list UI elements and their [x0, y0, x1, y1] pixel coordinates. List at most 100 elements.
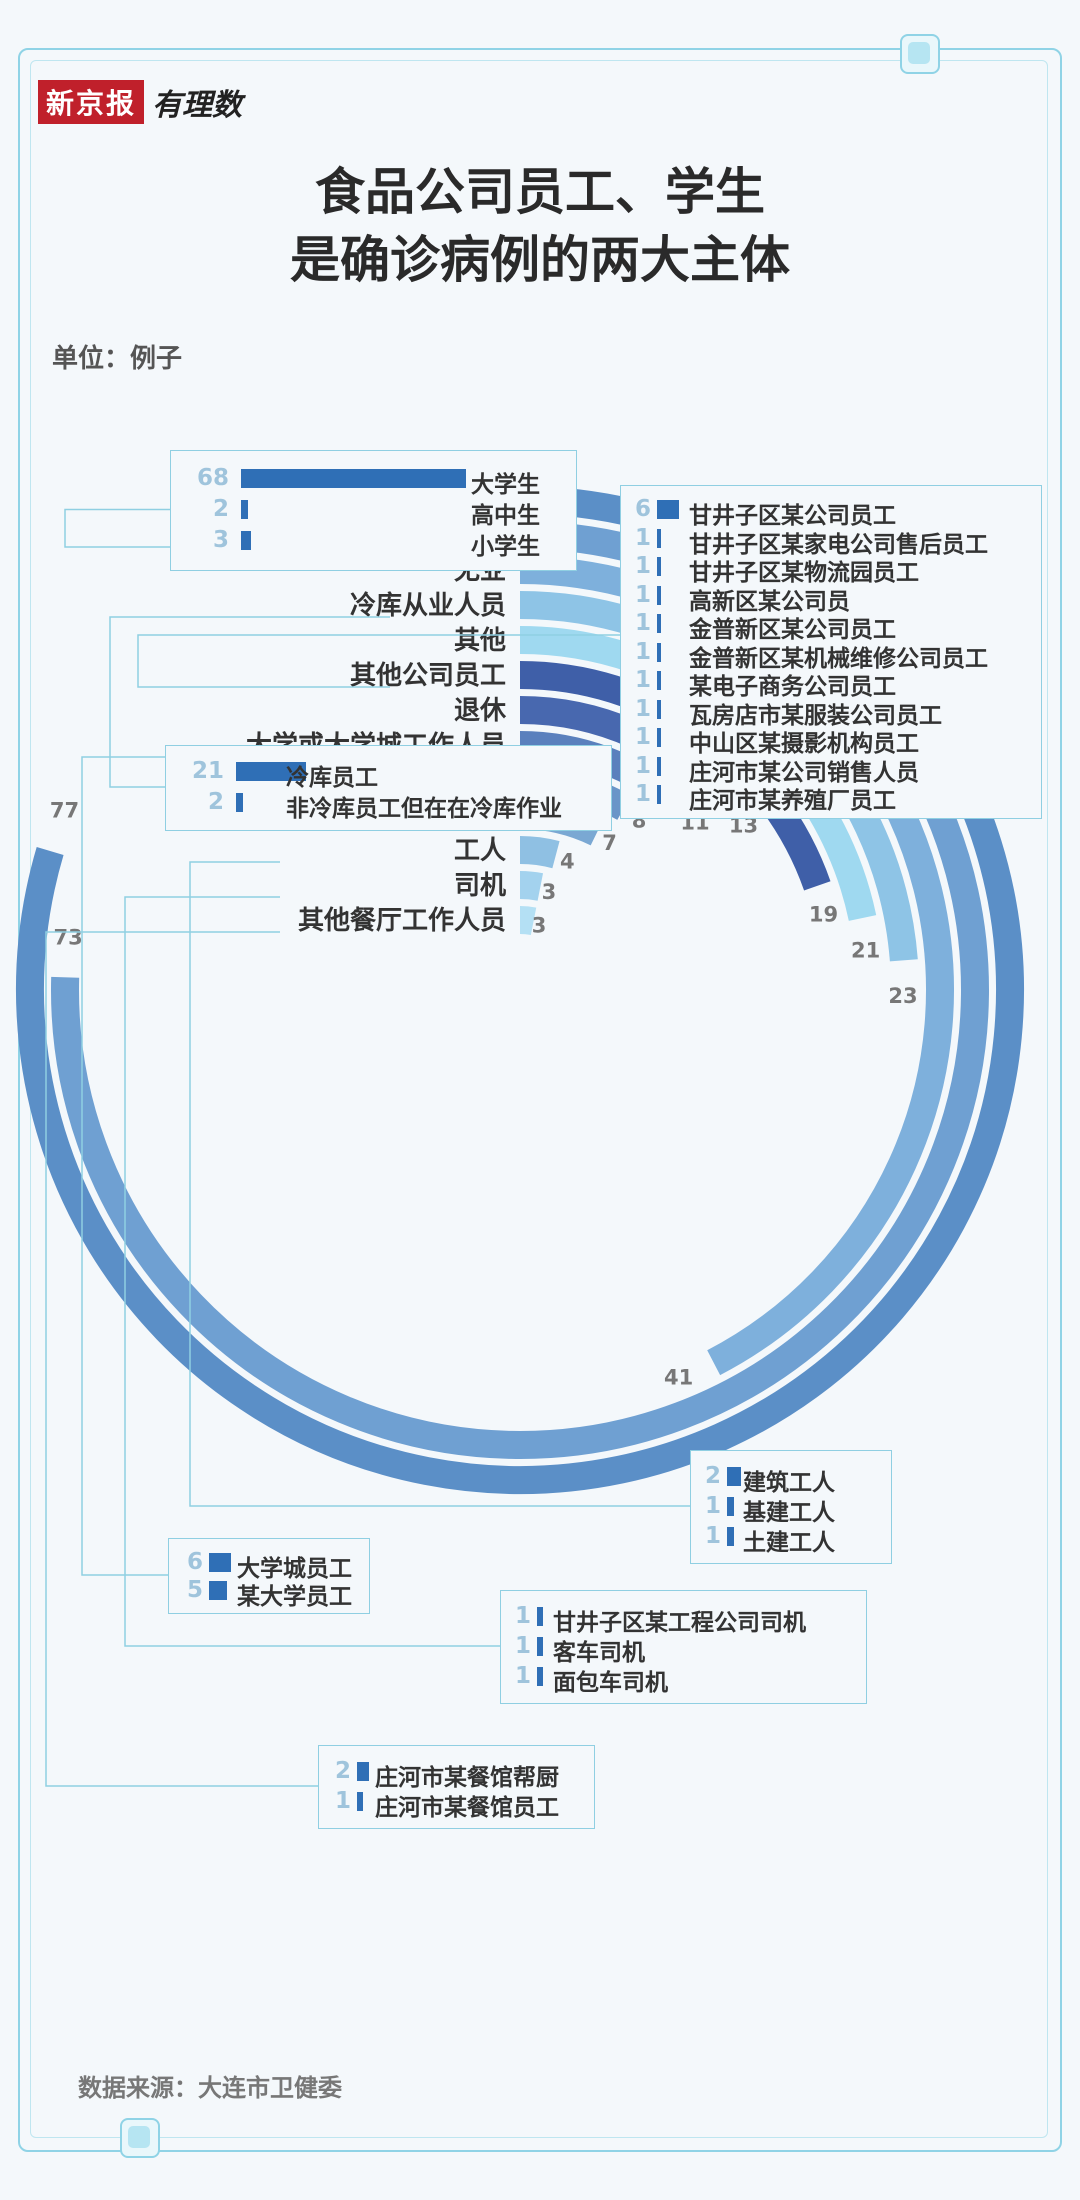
value-label-4: 21: [851, 938, 880, 962]
breakdown-label: 土建工人: [743, 1530, 835, 1556]
breakdown-bar: [236, 793, 243, 812]
breakdown-value: 68: [196, 465, 229, 491]
logo-script: 有理数: [152, 88, 243, 123]
value-label-2: 41: [664, 1366, 693, 1390]
breakdown-label: 庄河市某餐馆帮厨: [375, 1765, 559, 1791]
breakdown-value: 1: [514, 1633, 531, 1659]
breakdown-bar: [657, 528, 661, 548]
top-decoration: [900, 34, 940, 74]
breakdown-bar: [657, 614, 661, 633]
breakdown-label: 高中生: [471, 503, 540, 529]
breakdown-value: 21: [191, 758, 224, 784]
breakdown-bar: [657, 756, 661, 776]
breakdown-bar: [727, 1527, 734, 1546]
breakdown-value: 2: [207, 789, 224, 815]
breakdown-row: 1 甘井子区某物流园员工: [621, 553, 1041, 586]
breakdown-label: 某大学员工: [237, 1584, 352, 1610]
value-label-12: 3: [532, 914, 547, 938]
breakdown-bar: [657, 642, 661, 662]
breakdown-label: 冷库员工: [286, 765, 378, 791]
breakdown-value: 2: [704, 1463, 721, 1489]
breakdown-bar: [657, 585, 661, 605]
breakdown-label: 大学生: [471, 472, 540, 498]
breakdown-row: 21 冷库员工: [166, 758, 611, 791]
value-label-1: 73: [54, 925, 83, 949]
category-label-10: 工人: [454, 836, 506, 866]
value-label-0: 77: [50, 798, 79, 822]
breakdown-label: 庄河市某餐馆员工: [375, 1795, 559, 1821]
outer-frame: [18, 48, 1062, 2152]
breakdown-value: 1: [634, 638, 651, 665]
breakdown-value: 1: [634, 781, 651, 807]
value-label-10: 4: [560, 849, 575, 873]
breakdown-label: 金普新区某机械维修公司员工: [689, 645, 988, 672]
breakdown-value: 1: [334, 1788, 351, 1814]
category-label-11: 司机: [454, 871, 506, 901]
breakdown-row: 1 瓦房店市某服装公司员工: [621, 695, 1041, 729]
breakdown-value: 6: [634, 496, 651, 522]
breakdown-label: 金普新区某公司员工: [689, 617, 896, 643]
breakdown-label: 甘井子区某公司员工: [689, 503, 896, 529]
category-label-6: 退休: [454, 696, 507, 726]
breakdown-label: 甘井子区某工程公司司机: [553, 1610, 806, 1636]
breakdown-row: 2 高中生: [171, 496, 576, 529]
breakdown-label: 建筑工人: [743, 1470, 835, 1496]
breakdown-value: 2: [212, 496, 229, 522]
breakdown-row: 68 大学生: [171, 465, 576, 498]
breakdown-bar: [357, 1762, 369, 1781]
breakdown-bar: [727, 1497, 734, 1516]
breakdown-row: 6 甘井子区某公司员工: [621, 496, 1041, 529]
connector-line-3: [189, 861, 690, 1507]
breakdown-label: 瓦房店市某服装公司员工: [689, 702, 942, 729]
breakdown-row: 1 庄河市某养殖厂员工: [621, 781, 1041, 814]
bottom-decoration: [120, 2118, 160, 2158]
breakdown-bar: [209, 1581, 228, 1600]
breakdown-value: 1: [634, 581, 651, 608]
logo: 新京报 有理数: [38, 80, 242, 124]
breakdown-value: 1: [634, 553, 651, 579]
breakdown-row: 3 小学生: [171, 527, 576, 560]
breakdown-bar: [209, 1553, 231, 1572]
breakdown-row: 1 金普新区某机械维修公司员工: [621, 638, 1041, 672]
category-label-12: 其他餐厅工作人员: [298, 906, 506, 936]
breakdown-bar: [241, 469, 466, 488]
breakdown-value: 1: [634, 695, 651, 722]
breakdown-value: 1: [704, 1523, 721, 1549]
breakdown-value: 1: [514, 1663, 531, 1689]
breakdown-label: 甘井子区某物流园员工: [689, 560, 919, 586]
breakdown-label: 某电子商务公司员工: [689, 674, 896, 700]
arc-12: [519, 906, 537, 936]
breakdown-label: 小学生: [471, 534, 540, 560]
arc-10: [519, 836, 560, 869]
value-label-11: 3: [542, 880, 557, 904]
breakdown-bar: [657, 671, 661, 690]
source-note: 数据来源：大连市卫健委: [78, 2074, 342, 2102]
title-line-2: 是确诊病例的两大主体: [290, 231, 790, 289]
category-label-5: 其他公司员工: [350, 661, 506, 691]
breakdown-value: 1: [634, 524, 651, 551]
value-label-3: 23: [888, 984, 917, 1008]
breakdown-label: 庄河市某养殖厂员工: [689, 788, 896, 814]
breakdown-row: 1 甘井子区某家电公司售后员工: [621, 524, 1041, 558]
breakdown-label: 甘井子区某家电公司售后员工: [689, 531, 988, 558]
breakdown-bar: [241, 500, 248, 519]
breakdown-value: 3: [212, 527, 229, 553]
breakdown-bar: [657, 557, 661, 576]
connector-line-1: [137, 634, 620, 688]
category-label-4: 其他: [454, 626, 506, 656]
breakdown-bar: [537, 1607, 543, 1626]
